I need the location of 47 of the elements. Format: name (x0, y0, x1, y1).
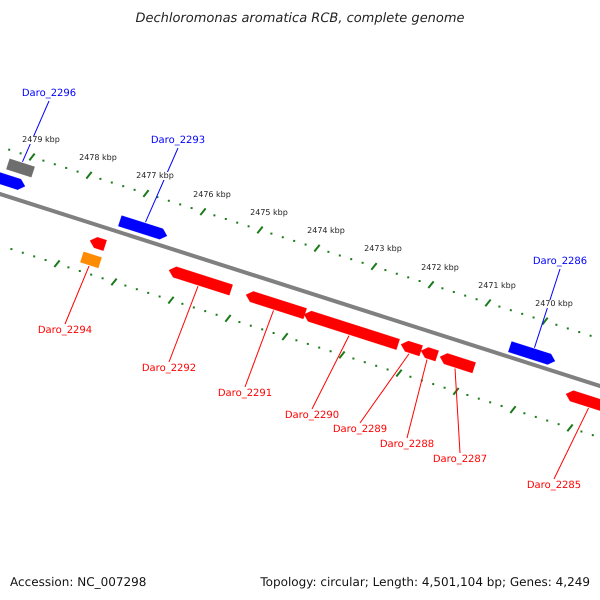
gene-label: Daro_2289 (332, 425, 388, 435)
leader-line (168, 286, 199, 362)
leader-line (144, 148, 178, 223)
gene-feature (400, 340, 423, 356)
gene-label: Daro_2293 (150, 136, 206, 146)
gene-label: Daro_2287 (432, 455, 488, 465)
genome-summary: Topology: circular; Length: 4,501,104 bp; Genes: 4,249 (260, 576, 590, 588)
gene-label: Daro_2291 (218, 389, 272, 399)
gene-feature (304, 310, 400, 350)
gene-feature (420, 347, 439, 362)
leader-line (244, 310, 274, 388)
leader-line (534, 268, 560, 348)
accession-label: Accession: NC_007298 (10, 576, 146, 588)
scale-label: 2476 kbp (193, 190, 231, 199)
scale-label: 2477 kbp (136, 172, 174, 180)
diagram-title: Dechloromonas aromatica RCB, complete genome (135, 12, 465, 25)
scale-label: 2474 kbp (307, 227, 345, 236)
leader-line (406, 359, 428, 438)
scale-label: 2479 kbp (22, 136, 60, 144)
scale-label: 2475 kbp (250, 208, 288, 217)
gene-label: Daro_2286 (532, 257, 588, 267)
gene-feature (0, 171, 26, 190)
gene-label: Daro_2285 (526, 481, 582, 491)
gene-block (6, 158, 35, 178)
leader-line (554, 408, 590, 480)
gene-label: Daro_2294 (38, 326, 92, 336)
gene-label: Daro_2288 (380, 440, 434, 450)
scale-label: 2473 kbp (364, 245, 402, 254)
gene-feature (440, 353, 476, 374)
scale-label: 2478 kbp (79, 154, 117, 162)
gene-label: Daro_2290 (284, 411, 340, 421)
gene-feature (90, 236, 107, 251)
scale-label: 2471 kbp (478, 282, 516, 290)
leader-line (454, 368, 460, 454)
leader-line (22, 100, 50, 162)
leader-line (64, 266, 90, 324)
gene-feature (118, 215, 168, 240)
gene-feature (246, 291, 307, 320)
scale-label: 2470 kbp (535, 300, 573, 308)
leader-line (360, 353, 410, 424)
gene-block (80, 252, 102, 268)
gene-label: Daro_2296 (22, 89, 76, 99)
gene-label: Daro_2292 (142, 364, 196, 374)
gene-feature (508, 341, 556, 365)
gene-feature (168, 266, 233, 296)
leader-line (312, 335, 350, 410)
scale-label: 2472 kbp (421, 264, 459, 272)
